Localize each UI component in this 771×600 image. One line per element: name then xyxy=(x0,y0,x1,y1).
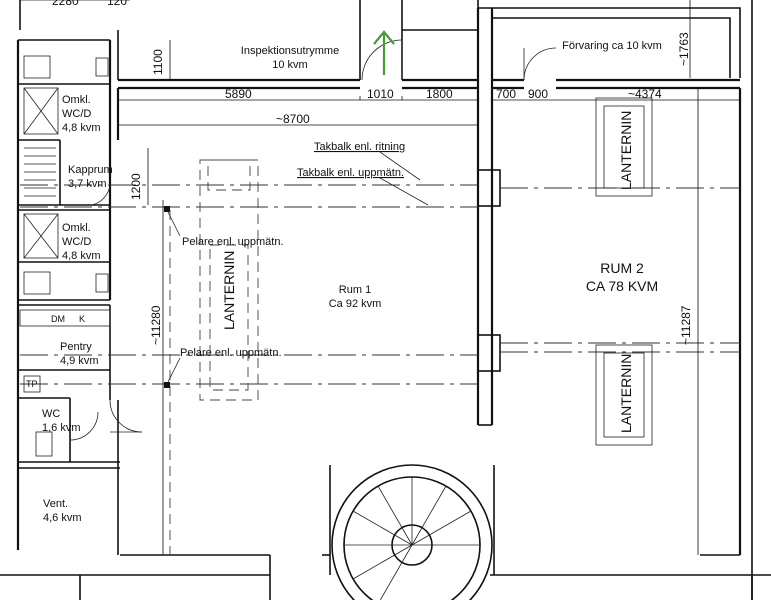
takbalk-uppmatn-label: Takbalk enl. uppmätn. xyxy=(297,167,404,179)
dim-1763: ~1763 xyxy=(677,32,691,66)
lantern-right-top-label: LANTERNIN xyxy=(618,111,634,190)
rum1-name: Rum 1 xyxy=(339,284,371,296)
dim-1800: 1800 xyxy=(426,87,453,101)
dim-120: 120 xyxy=(107,0,127,8)
wc-area: 1,6 kvm xyxy=(42,422,81,434)
dimension-lines xyxy=(20,0,740,555)
omkl2-name: Omkl. xyxy=(62,222,91,234)
dim-11287: ~11287 xyxy=(679,305,693,345)
rum2-name: RUM 2 xyxy=(600,260,644,276)
omkl1-name: Omkl. xyxy=(62,94,91,106)
omkl1-sub: WC/D xyxy=(62,108,91,120)
pentry-name: Pentry xyxy=(60,341,92,353)
dim-4374: ~4374 xyxy=(628,87,662,101)
vent-area: 4,6 kvm xyxy=(43,512,82,524)
k-label: K xyxy=(79,314,85,324)
takbalk-ritning-label: Takbalk enl. ritning xyxy=(314,141,405,153)
dim-8700: ~8700 xyxy=(276,112,310,126)
dim-900: 900 xyxy=(528,87,548,101)
dim-1200: 1200 xyxy=(129,173,143,200)
dim-5890: 5890 xyxy=(225,87,252,101)
lantern-left xyxy=(199,159,259,401)
lantern-left-label: LANTERNIN xyxy=(221,251,237,330)
lantern-right-top xyxy=(595,97,653,197)
pelare-bottom-label: Pelare enl. uppmätn. xyxy=(180,347,282,359)
dim-1100: 1100 xyxy=(151,49,165,75)
dim-700: 700 xyxy=(496,87,516,101)
pelare-top-label: Pelare enl. uppmätn. xyxy=(182,236,284,248)
kapprum-name: Kapprum xyxy=(68,164,113,176)
inspektion-area: 10 kvm xyxy=(272,59,307,71)
dim-1010: 1010 xyxy=(367,87,394,101)
vent-name: Vent. xyxy=(43,498,68,510)
omkl1-area: 4,8 kvm xyxy=(62,122,101,134)
dm-label: DM xyxy=(51,314,65,324)
pentry-area: 4,9 kvm xyxy=(60,355,99,367)
dim-2280: 2280 xyxy=(52,0,79,8)
rum2-area: CA 78 KVM xyxy=(586,278,658,294)
wc-name: WC xyxy=(42,408,60,420)
rum1-area: Ca 92 kvm xyxy=(329,298,382,310)
inspektion-name: Inspektionsutrymme xyxy=(241,45,339,57)
lantern-right-bottom xyxy=(595,344,653,446)
fixtures xyxy=(19,55,111,457)
omkl2-area: 4,8 kvm xyxy=(62,250,101,262)
kapprum-area: 3,7 kvm xyxy=(68,178,107,190)
tp-label: TP xyxy=(26,379,38,389)
spiral-staircase xyxy=(329,464,495,600)
forvaring-label: Förvaring ca 10 kvm xyxy=(562,40,662,52)
beam-lines xyxy=(20,184,740,555)
omkl2-sub: WC/D xyxy=(62,236,91,248)
pillar-bottom xyxy=(164,382,170,388)
north-arrow-icon xyxy=(373,30,395,75)
dim-11280: ~11280 xyxy=(149,305,163,345)
pillar-top xyxy=(164,206,170,212)
lantern-right-bottom-label: LANTERNIN xyxy=(618,354,634,433)
